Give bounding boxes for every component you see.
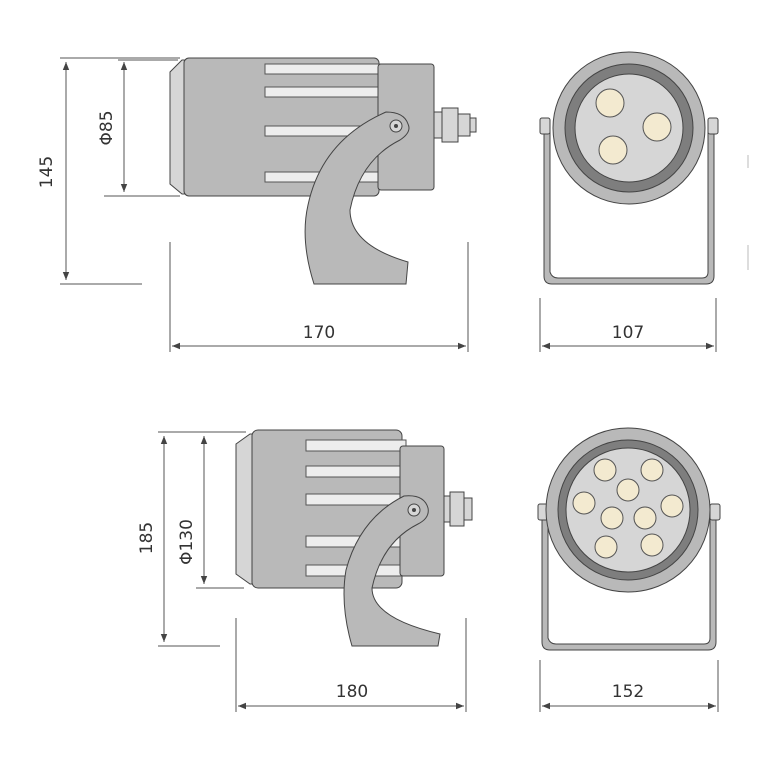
length-label: 180 xyxy=(336,682,368,702)
diameter-label: Φ85 xyxy=(97,110,117,145)
height-label: 145 xyxy=(37,156,57,188)
small-fixture-side-dimensions: 145 Φ85 170 xyxy=(37,57,469,352)
length-label: 170 xyxy=(303,323,335,343)
led-array xyxy=(572,458,684,559)
led xyxy=(595,88,625,118)
small-fixture-front-dimensions: 107 xyxy=(539,298,717,352)
led xyxy=(594,535,618,559)
led xyxy=(660,494,684,518)
led xyxy=(633,506,657,530)
diameter-label: Φ130 xyxy=(177,519,197,565)
led xyxy=(598,135,628,165)
width-label: 107 xyxy=(612,323,644,343)
led-array xyxy=(595,88,672,165)
led xyxy=(616,478,640,502)
large-fixture-side-dimensions: 185 Φ130 180 xyxy=(137,431,467,712)
large-fixture-side-view xyxy=(235,429,473,647)
led xyxy=(572,491,596,515)
led xyxy=(640,458,664,482)
height-label: 185 xyxy=(137,522,157,554)
mounting-bracket xyxy=(304,111,410,285)
led xyxy=(593,458,617,482)
width-label: 152 xyxy=(612,682,644,702)
mounting-bracket xyxy=(343,495,441,647)
cable-gland xyxy=(443,491,473,527)
led xyxy=(642,112,672,142)
large-fixture-front-dimensions: 152 xyxy=(539,660,719,712)
lens-ring xyxy=(235,433,255,585)
led xyxy=(640,533,664,557)
led xyxy=(600,506,624,530)
small-fixture-front-view xyxy=(539,51,719,285)
cable-gland xyxy=(433,107,477,143)
large-fixture-front-view xyxy=(537,427,721,651)
small-fixture-side-view xyxy=(169,57,477,285)
